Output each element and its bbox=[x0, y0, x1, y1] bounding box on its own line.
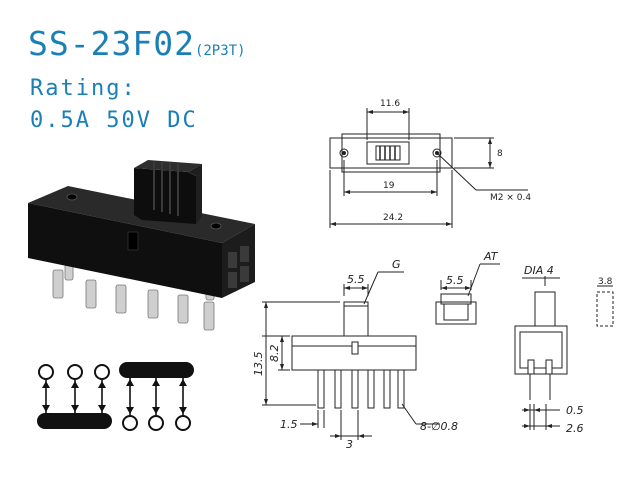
switch-product-image bbox=[28, 160, 255, 331]
front-view-drawing bbox=[262, 271, 440, 440]
top-view-drawing bbox=[329, 108, 528, 228]
rating-label: Rating: bbox=[30, 76, 137, 101]
dim-body-height: 8 bbox=[497, 149, 503, 159]
side-view-label: DIA 4 bbox=[524, 264, 554, 277]
dim-body-height: 8.2 bbox=[268, 345, 281, 363]
dim-lever-width: 5.5 bbox=[347, 273, 365, 286]
dim-pin-offset: 1.5 bbox=[280, 418, 298, 431]
actuator-detail-drawing bbox=[596, 285, 614, 327]
leader-g: G bbox=[392, 258, 401, 271]
model-number: SS-23F02 bbox=[28, 24, 195, 63]
switch-schematic bbox=[37, 362, 194, 431]
dim-side-a: 0.5 bbox=[566, 404, 584, 417]
lever-detail-drawing bbox=[435, 263, 500, 325]
dim-side-b: 2.6 bbox=[566, 422, 584, 435]
dim-pin-pitch: 3 bbox=[346, 438, 353, 451]
dim-pin-hole: 8-∅0.8 bbox=[420, 420, 458, 433]
dim-hole-spacing: 19 bbox=[383, 181, 395, 191]
dim-total-height: 13.5 bbox=[252, 352, 265, 377]
dim-actuator-width: 3.8 bbox=[598, 277, 613, 287]
rating-value: 0.5A 50V DC bbox=[30, 108, 198, 133]
dim-body-length: 24.2 bbox=[383, 213, 403, 223]
dim-slot-width: 11.6 bbox=[380, 99, 400, 109]
lever-detail-label: AT bbox=[483, 250, 499, 263]
dim-screw: M2 × 0.4 bbox=[490, 193, 531, 203]
pole-config: (2P3T) bbox=[194, 43, 246, 59]
side-view-drawing bbox=[514, 276, 568, 430]
product-title: SS-23F02(2P3T) bbox=[28, 24, 246, 63]
lever-detail-width: 5.5 bbox=[446, 274, 464, 287]
